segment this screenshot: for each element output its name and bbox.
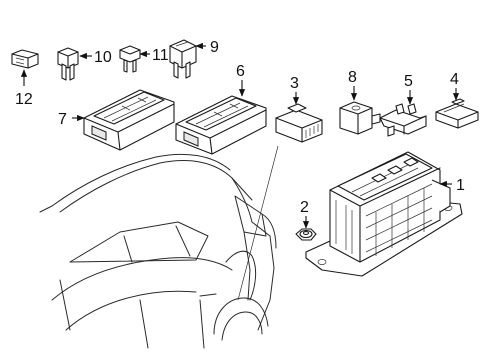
callout-9: 9 (210, 39, 219, 56)
vehicle-outline (39, 145, 279, 349)
module-6-part (175, 95, 267, 155)
callout-4: 4 (450, 71, 459, 88)
callout-11: 11 (152, 47, 169, 64)
module-7-part (83, 89, 175, 151)
callout-12: 12 (15, 91, 33, 108)
callout-6: 6 (236, 63, 245, 80)
relay-bracket-part (379, 103, 427, 137)
callout-5: 5 (404, 73, 413, 90)
callout-3: 3 (290, 75, 299, 92)
mini-relay-part (57, 47, 79, 81)
callout-1: 1 (456, 177, 465, 194)
callout-arrows (20, 42, 460, 229)
mini-fuse-part (119, 45, 141, 73)
connector-part (275, 103, 323, 143)
callout-8: 8 (348, 69, 357, 86)
fuse-box-part (305, 151, 463, 277)
callout-10: 10 (94, 49, 112, 66)
nut-part (295, 228, 317, 241)
relay-part (339, 101, 381, 135)
maxi-fuse-part (169, 39, 197, 79)
callout-7: 7 (58, 111, 67, 128)
callout-labels: 1 2 3 4 5 6 7 8 9 10 11 12 (15, 39, 465, 216)
callout-2: 2 (300, 199, 309, 216)
terminal-part (11, 49, 39, 69)
fuse-holder-part (435, 98, 479, 129)
